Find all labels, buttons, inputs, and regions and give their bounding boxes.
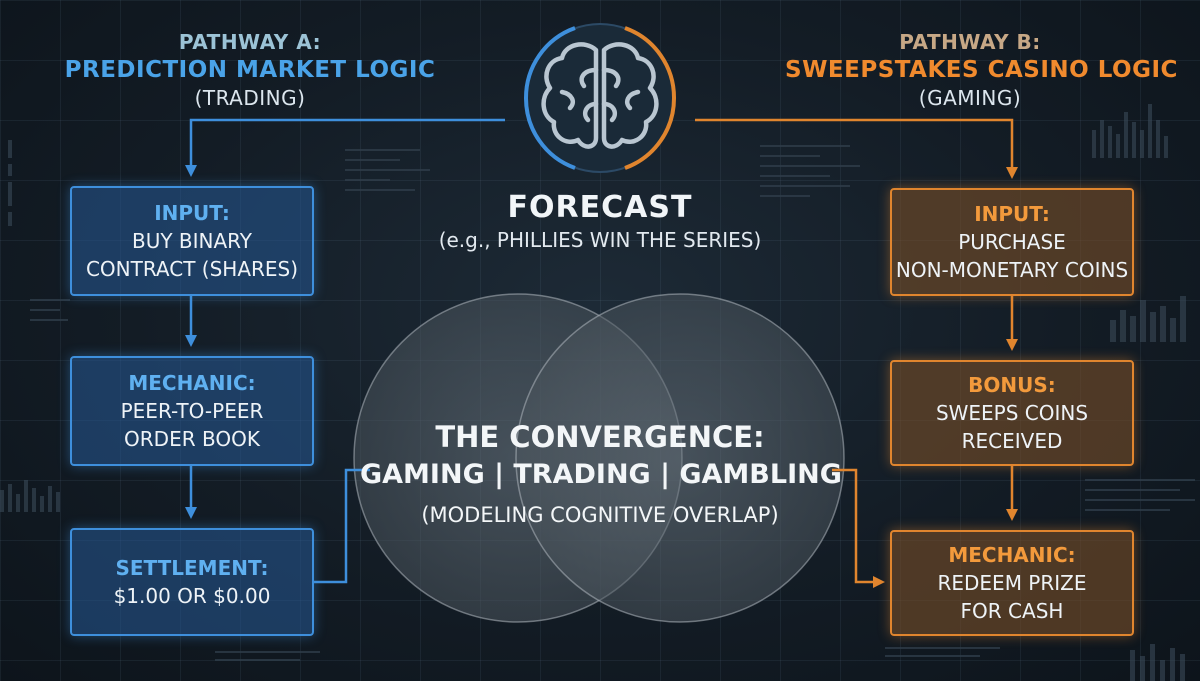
connector-brain-to-a-input	[185, 118, 505, 177]
connector-a-settlement-to-venn	[314, 468, 370, 584]
pathway-a-label: PATHWAY A:	[178, 30, 322, 54]
box-title: MECHANIC:	[128, 370, 256, 395]
forecast-subtitle: (e.g., PHILLIES WIN THE SERIES)	[438, 228, 762, 252]
pathway-a-settlement-box: SETTLEMENT: $1.00 OR $0.00	[70, 528, 314, 636]
pathway-b-subtitle: (GAMING)	[918, 86, 1022, 110]
decor-bars-right	[1092, 104, 1186, 681]
pathway-a-title: PREDICTION MARKET LOGIC	[64, 57, 436, 83]
box-text: NON-MONETARY COINS	[895, 257, 1129, 282]
pathway-b-bonus-box: BONUS: SWEEPS COINS RECEIVED	[890, 360, 1134, 466]
pathway-b-input-box: INPUT: PURCHASE NON-MONETARY COINS	[890, 188, 1134, 296]
box-text: $1.00 OR $0.00	[113, 583, 271, 608]
pathway-b-label: PATHWAY B:	[899, 30, 1041, 54]
box-text: PURCHASE	[958, 229, 1066, 254]
box-text: BUY BINARY	[131, 228, 253, 253]
pathway-b-mechanic-box: MECHANIC: REDEEM PRIZE FOR CASH	[890, 530, 1134, 636]
convergence-categories: GAMING | TRADING | GAMBLING	[360, 459, 842, 490]
pathway-b-title: SWEEPSTAKES CASINO LOGIC	[785, 57, 1178, 83]
brain-emblem	[523, 23, 677, 173]
box-text: FOR CASH	[960, 598, 1064, 623]
pathway-a-mechanic-box: MECHANIC: PEER-TO-PEER ORDER BOOK	[70, 356, 314, 466]
box-title: INPUT:	[974, 201, 1050, 226]
brain-icon	[541, 42, 659, 149]
box-text: RECEIVED	[961, 428, 1063, 453]
connector-venn-to-b-mechanic	[832, 468, 885, 588]
venn-circle-right	[515, 293, 845, 623]
box-text: CONTRACT (SHARES)	[85, 256, 299, 281]
pathway-b-header: PATHWAY B: SWEEPSTAKES CASINO LOGIC (GAM…	[785, 28, 1178, 112]
decor-bars-left	[0, 140, 60, 512]
pathway-a-input-box: INPUT: BUY BINARY CONTRACT (SHARES)	[70, 186, 314, 296]
convergence-title: THE CONVERGENCE:	[435, 420, 765, 454]
convergence-subtitle: (MODELING COGNITIVE OVERLAP)	[421, 503, 779, 527]
pathway-a-header: PATHWAY A: PREDICTION MARKET LOGIC (TRAD…	[60, 28, 440, 112]
connector-brain-to-b-input	[695, 118, 1018, 179]
decor-text-lines	[30, 145, 1195, 661]
box-text: PEER-TO-PEER	[120, 398, 264, 423]
box-text: REDEEM PRIZE	[937, 570, 1087, 595]
box-title: INPUT:	[154, 200, 230, 225]
box-text: SWEEPS COINS	[935, 400, 1089, 425]
forecast-title: FORECAST	[507, 190, 693, 225]
box-title: MECHANIC:	[948, 542, 1076, 567]
box-title: BONUS:	[968, 372, 1056, 397]
box-title: SETTLEMENT:	[115, 555, 269, 580]
pathway-a-subtitle: (TRADING)	[194, 86, 306, 110]
box-text: ORDER BOOK	[124, 426, 260, 451]
